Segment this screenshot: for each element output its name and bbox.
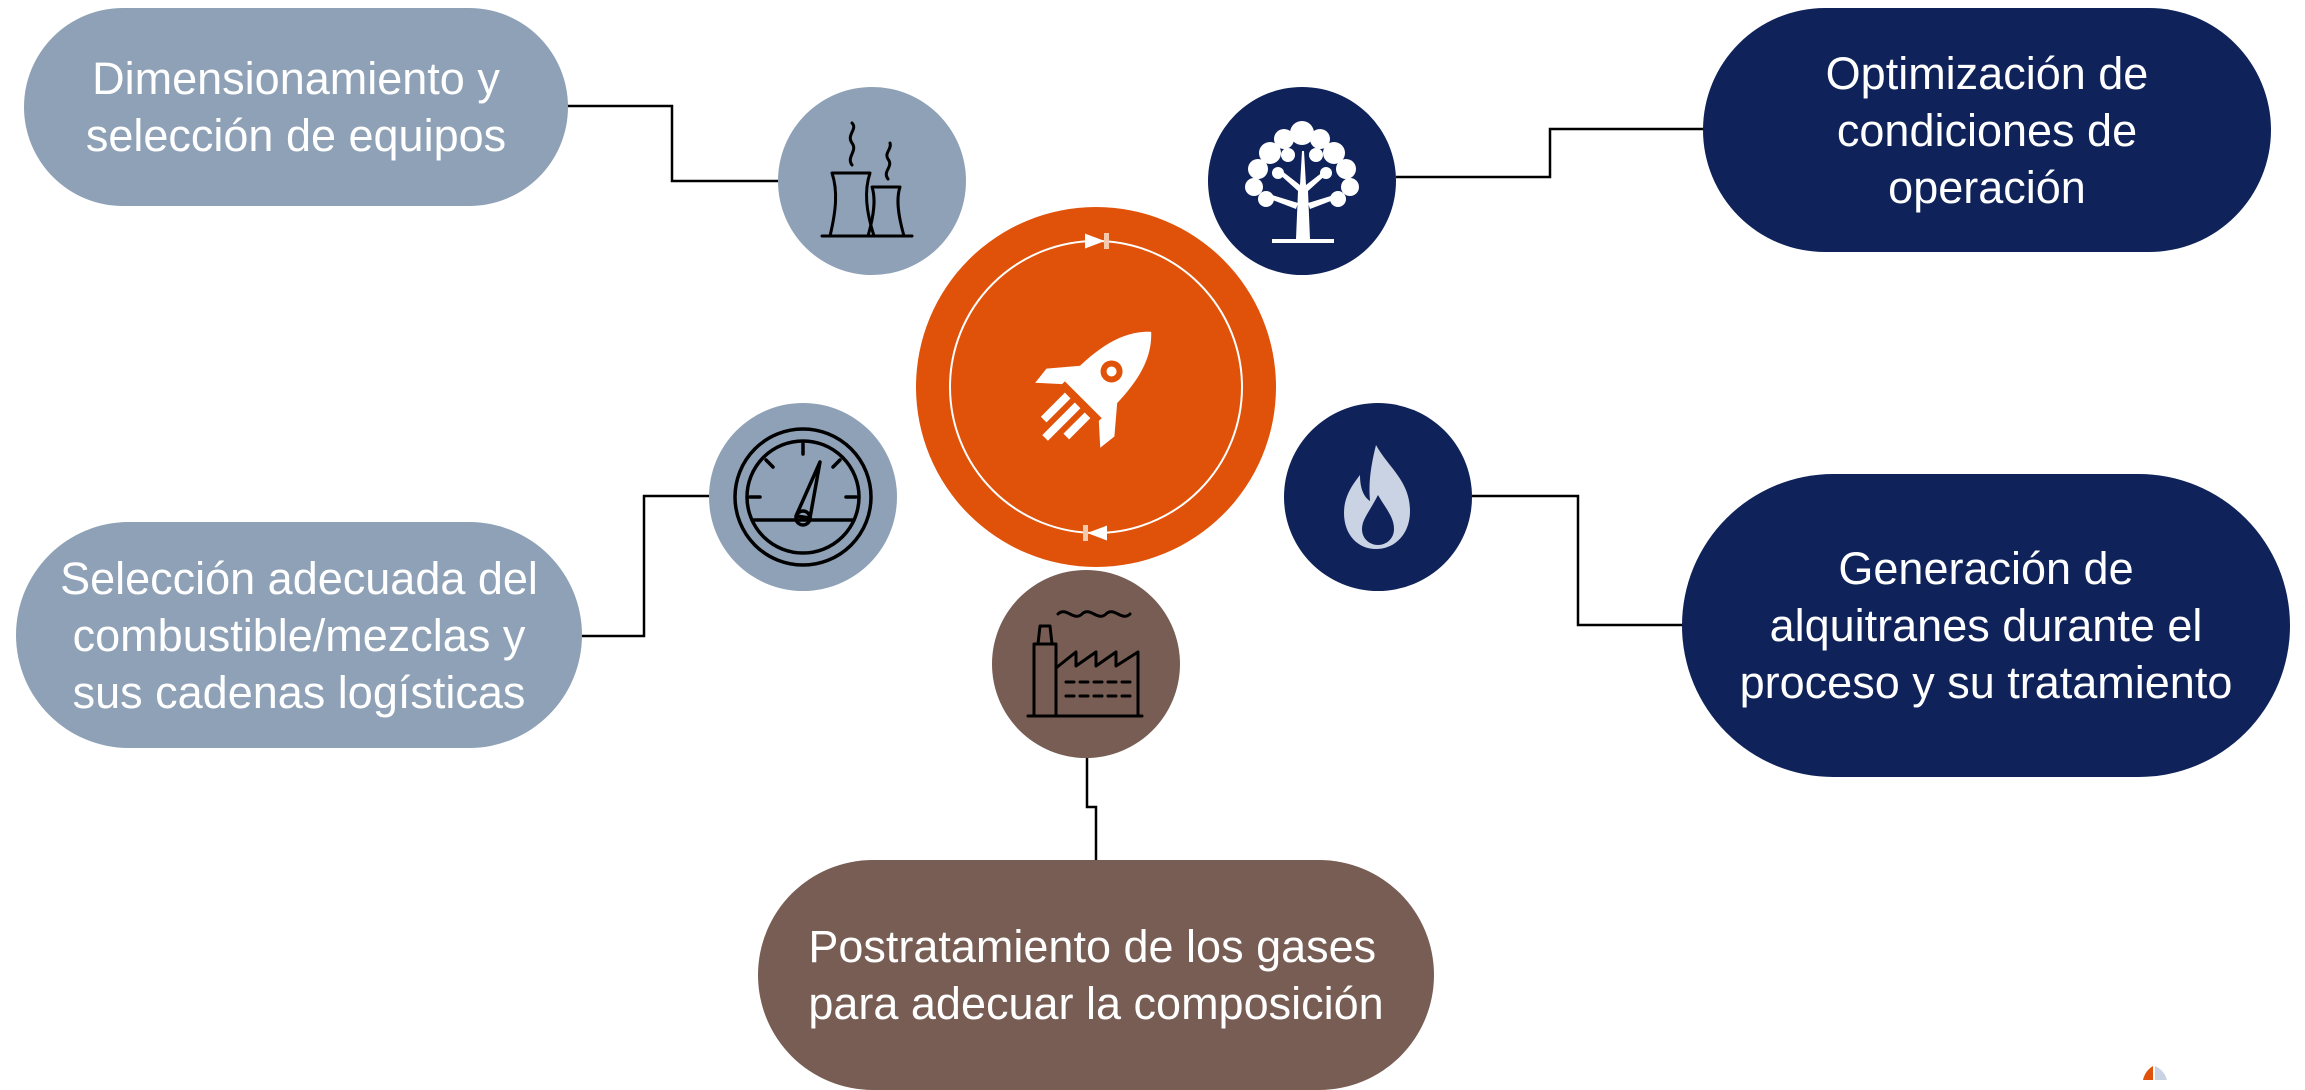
- corner-logo-fragment: [2143, 1066, 2167, 1080]
- cooling-tower-circle: [778, 87, 966, 275]
- topic-alquitranes-pill: Generación de alquitranes durante el pro…: [1682, 474, 2290, 777]
- gauge-circle: [709, 403, 897, 591]
- topic-condiciones-pill: Optimización de condiciones de operación: [1703, 8, 2271, 252]
- tree-circle: [1208, 87, 1396, 275]
- factory-circle: [992, 570, 1180, 758]
- center-circle: [916, 207, 1276, 567]
- connector-alquitranes: [1472, 494, 1683, 627]
- center-ring: [949, 233, 1243, 541]
- topic-postratamiento-pill: Postratamiento de los gases para adecuar…: [758, 860, 1434, 1090]
- connector-condiciones: [1396, 127, 1704, 179]
- topic-equipos-text: Dimensionamiento y selección de equipos: [85, 53, 507, 161]
- topic-alquitranes-text: Generación de alquitranes durante el pro…: [1739, 543, 2233, 708]
- factory-icon: [1026, 610, 1144, 718]
- connector-postratamiento: [1085, 757, 1098, 860]
- connector-equipos: [567, 104, 778, 183]
- rocket-icon: [1035, 331, 1152, 448]
- flame-circle: [1284, 403, 1472, 591]
- topic-combustible-pill: Selección adecuada del combustible/mezcl…: [16, 522, 582, 748]
- topic-equipos-pill: Dimensionamiento y selección de equipos: [24, 8, 568, 206]
- topic-combustible-text: Selección adecuada del combustible/mezcl…: [60, 552, 538, 718]
- connector-combustible: [580, 494, 710, 638]
- cooling-tower-icon: [820, 121, 914, 238]
- topic-postratamiento-text: Postratamiento de los gases para adecuar…: [808, 921, 1384, 1029]
- topic-condiciones-text: Optimización de condiciones de operación: [1825, 47, 2149, 213]
- gauge-icon: [733, 427, 873, 567]
- flame-icon: [1344, 445, 1410, 549]
- tree-icon: [1245, 121, 1359, 243]
